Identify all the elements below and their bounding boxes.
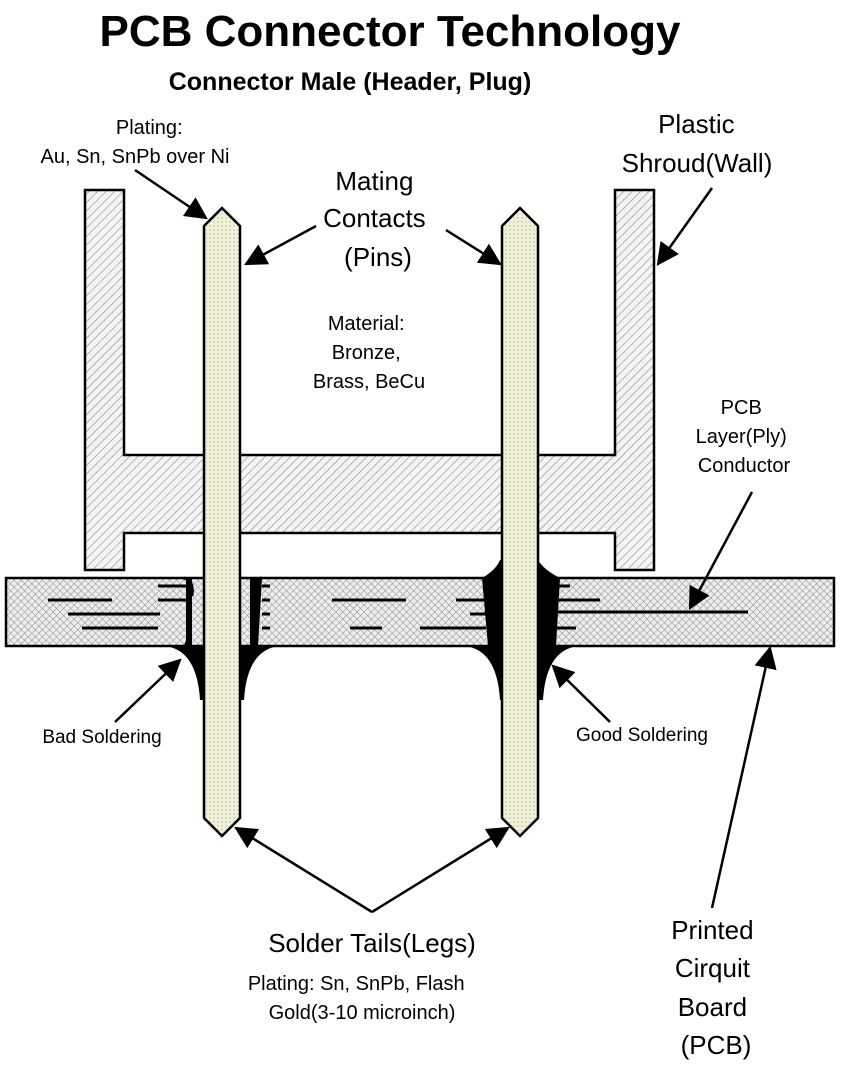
arrows — [114, 168, 777, 914]
arrow-mating-right — [445, 228, 502, 266]
page-title: PCB Connector Technology — [100, 7, 682, 56]
arrow-good-soldering — [551, 664, 611, 723]
right-pin — [500, 206, 540, 838]
solder-tails-label: Solder Tails(Legs) — [268, 928, 476, 958]
plating-bottom-label: Plating: Sn, SnPb, Flash Gold(3-10 micro… — [248, 973, 470, 1024]
plastic-shroud-label: Plastic Shroud(Wall) — [622, 109, 773, 178]
pcb-layer-conductors — [48, 584, 748, 630]
arrow-pcb — [710, 645, 777, 909]
good-solder-joint — [465, 560, 578, 700]
arrow-shroud — [656, 187, 714, 266]
page-subtitle: Connector Male (Header, Plug) — [169, 68, 532, 96]
mating-contacts-label: Mating Contacts (Pins) — [323, 166, 433, 272]
pcb-layer-label: PCB Layer(Ply) Conductor — [696, 397, 793, 477]
plating-top-label: Plating: Au, Sn, SnPb over Ni — [41, 117, 230, 168]
arrow-plating — [134, 168, 208, 220]
arrow-pcb-layer — [688, 491, 754, 610]
arrow-mating-left — [244, 224, 317, 266]
left-pin — [202, 206, 242, 838]
bad-soldering-label: Bad Soldering — [42, 727, 161, 748]
arrow-bad-soldering — [114, 658, 182, 723]
arrow-tail-left — [234, 826, 373, 914]
material-label: Material: Bronze, Brass, BeCu — [313, 313, 425, 393]
bad-solder-joint — [165, 576, 279, 700]
arrow-tail-right — [371, 826, 510, 914]
good-soldering-label: Good Soldering — [576, 725, 708, 746]
pcb-label: Printed Cirquit Board (PCB) — [671, 915, 761, 1060]
